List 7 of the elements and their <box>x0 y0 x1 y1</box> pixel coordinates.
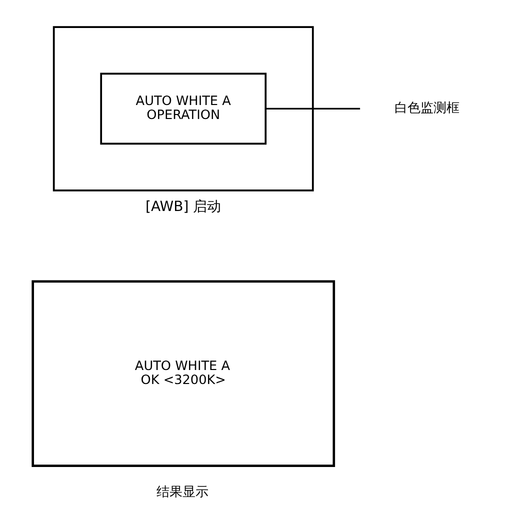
node-box: AUTO WHITE A OPERATION <box>100 72 266 145</box>
cluster <box>52 26 314 192</box>
connector <box>265 108 360 110</box>
node-text: 白色监测框 <box>394 100 460 116</box>
node-label: 结果显示 <box>156 484 208 500</box>
node-label: [AWB] 启动 <box>145 198 221 215</box>
node-box: AUTO WHITE A OK <3200K> <box>31 280 335 467</box>
